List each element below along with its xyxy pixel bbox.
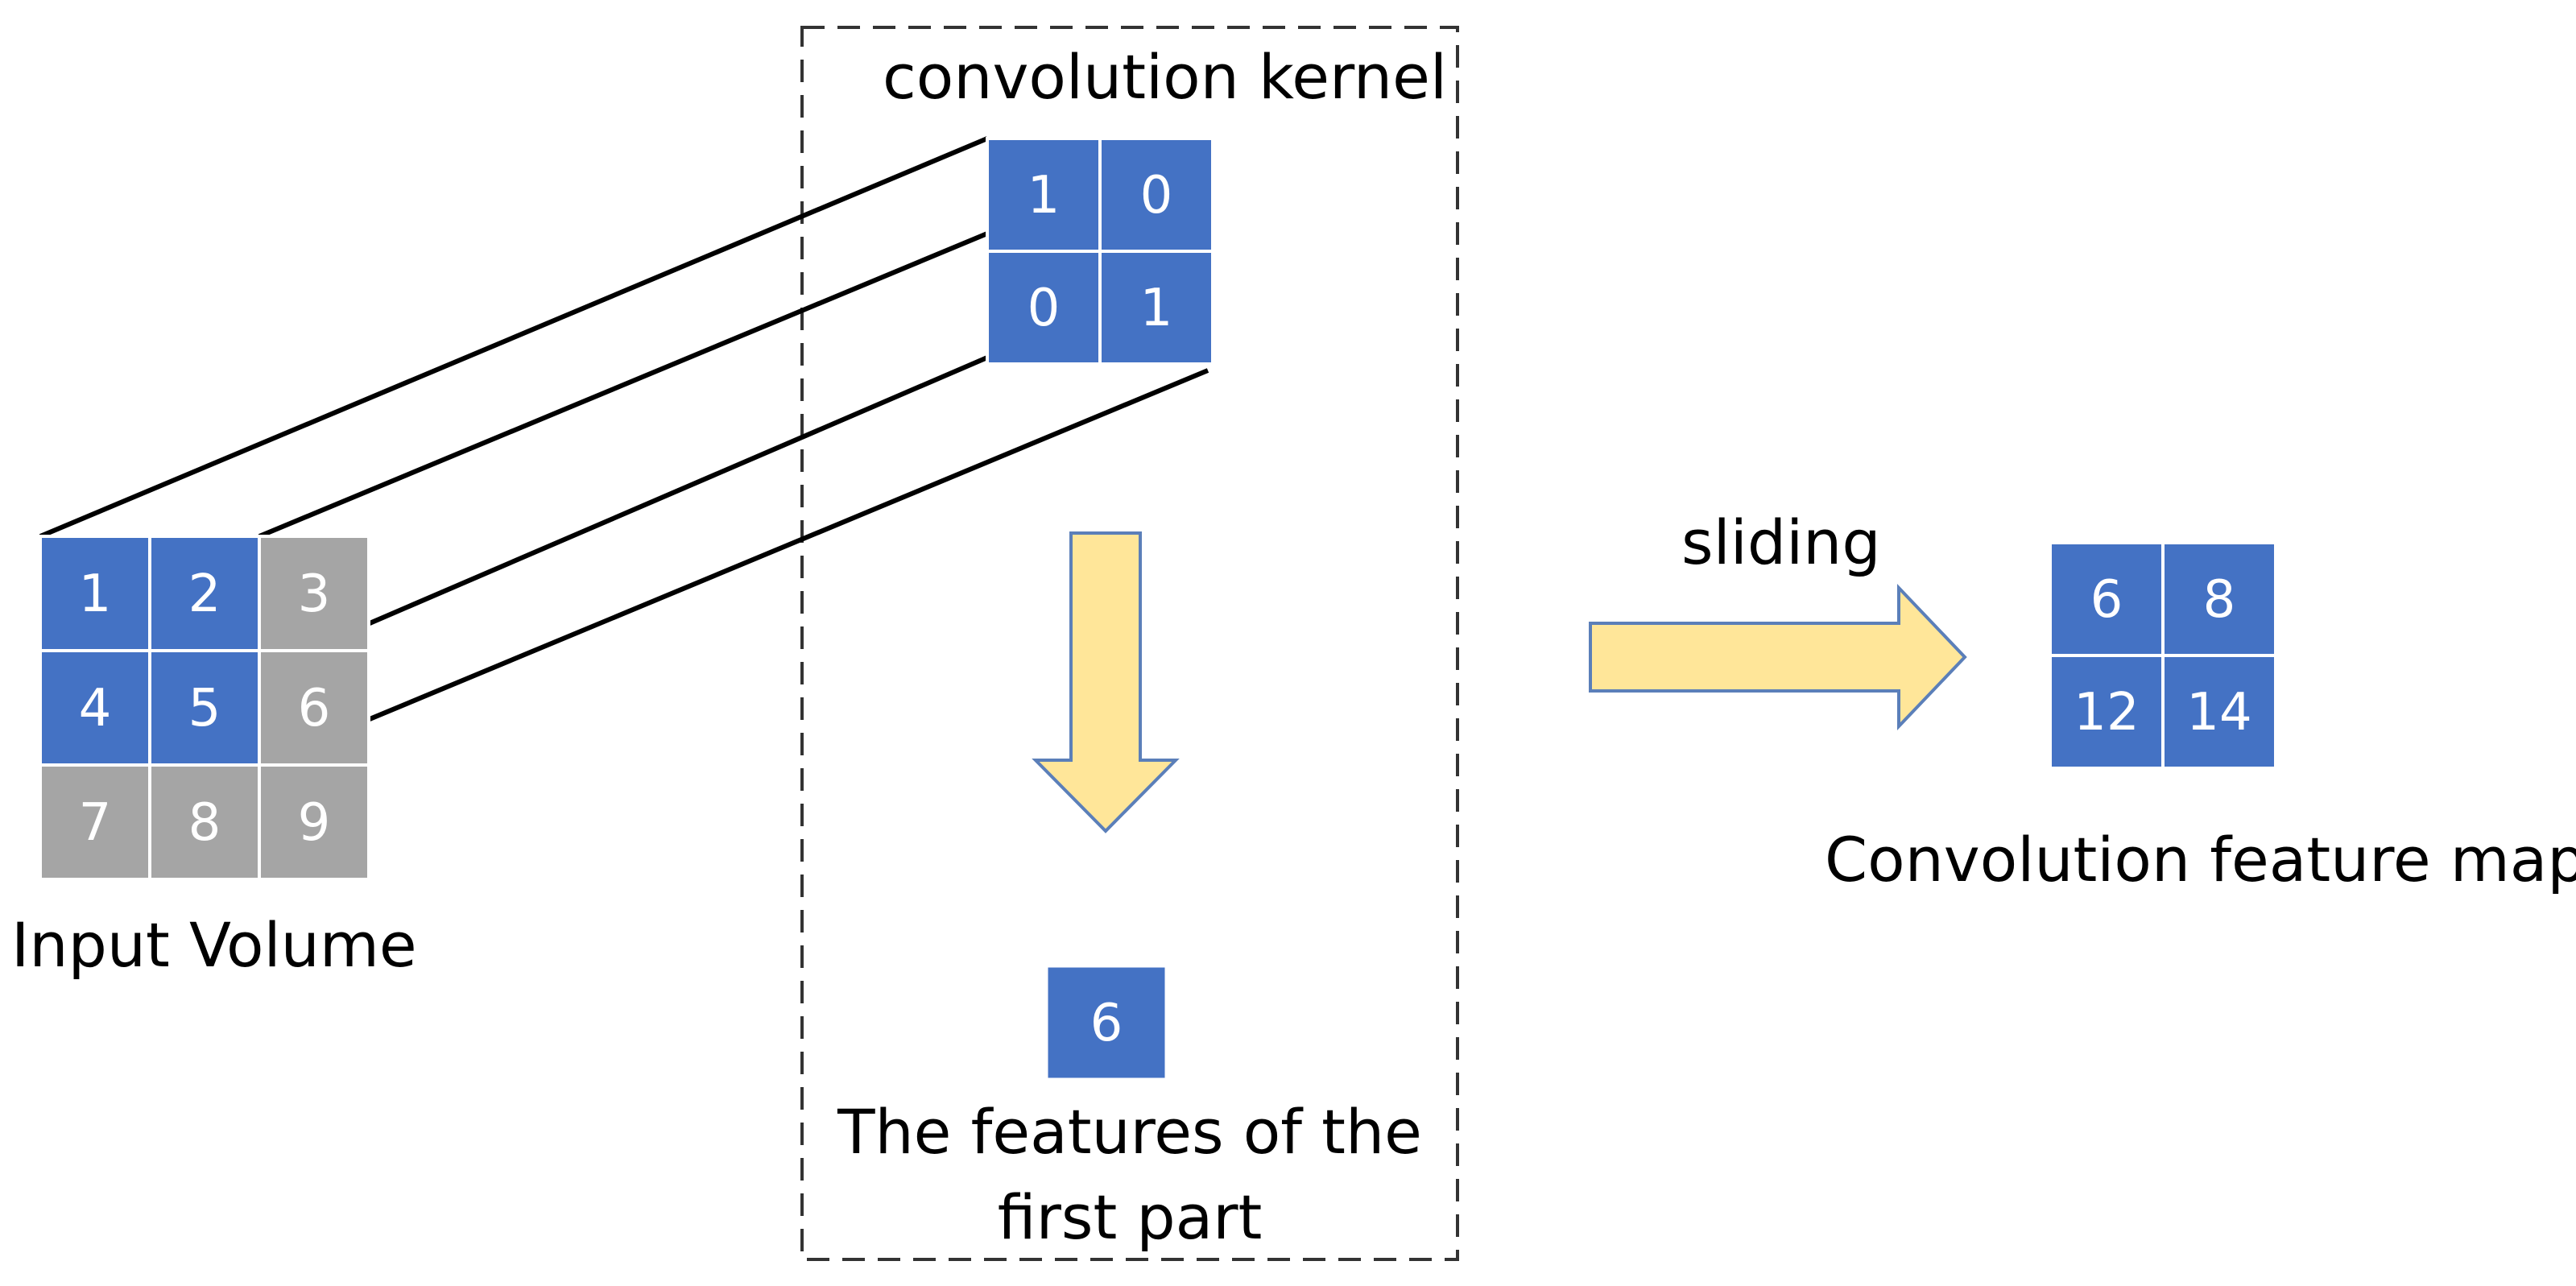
kernel-cell-box xyxy=(1098,250,1214,366)
input-cell-value: 4 xyxy=(79,679,112,738)
input-cell-5: 5 xyxy=(148,649,261,767)
input-cell-4: 4 xyxy=(39,649,151,767)
feature-map-cell-value: 8 xyxy=(2203,570,2236,630)
projection-line-top-right xyxy=(258,231,989,539)
projection-line-top-left xyxy=(39,136,989,539)
feature-map-cell-box xyxy=(2161,541,2277,657)
input-cell-box xyxy=(258,649,370,767)
feature-map-cell-2: 8 xyxy=(2161,541,2277,657)
input-cell-box xyxy=(39,763,151,881)
feature-map-cell-value: 6 xyxy=(2090,570,2123,630)
input-cell-value: 6 xyxy=(298,679,331,738)
feature-map-label: Convolution feature map xyxy=(1825,824,2576,895)
feature-map-cell-3: 12 xyxy=(2049,654,2165,770)
first-feature-label-line1: The features of the xyxy=(837,1096,1422,1168)
first-feature-label-line2: first part xyxy=(998,1181,1263,1253)
kernel-cell-value: 0 xyxy=(1140,166,1173,225)
input-cell-value: 2 xyxy=(188,564,221,624)
right-arrow-icon xyxy=(1589,584,1967,730)
kernel-cell-box xyxy=(1098,137,1214,253)
kernel-step-frame xyxy=(800,26,1459,1261)
kernel-cell-value: 0 xyxy=(1028,279,1061,338)
kernel-label: convolution kernel xyxy=(883,41,1447,113)
feature-map-cell-value: 14 xyxy=(2186,683,2251,742)
input-cell-2: 2 xyxy=(148,535,261,652)
input-cell-1: 1 xyxy=(39,535,151,652)
input-cell-box xyxy=(148,649,261,767)
projection-line-bottom-right xyxy=(258,368,1209,767)
input-cell-9: 9 xyxy=(258,763,370,881)
feature-map-cell-value: 12 xyxy=(2074,683,2139,742)
kernel-cell-3: 0 xyxy=(986,250,1102,366)
first-feature-box xyxy=(1045,965,1168,1081)
feature-map-cell-box xyxy=(2161,654,2277,770)
feature-map-cell-box xyxy=(2049,541,2165,657)
feature-map-cell-4: 14 xyxy=(2161,654,2277,770)
input-cell-value: 1 xyxy=(79,564,112,624)
first-feature-cell: 6 xyxy=(1045,965,1168,1081)
kernel-cell-4: 1 xyxy=(1098,250,1214,366)
input-cell-6: 6 xyxy=(258,649,370,767)
input-cell-value: 5 xyxy=(188,679,221,738)
feature-map-cell-1: 6 xyxy=(2049,541,2165,657)
input-cell-8: 8 xyxy=(148,763,261,881)
input-cell-value: 3 xyxy=(298,564,331,624)
input-cell-3: 3 xyxy=(258,535,370,652)
first-feature-value: 6 xyxy=(1090,994,1123,1053)
input-cell-value: 7 xyxy=(79,793,112,853)
input-cell-7: 7 xyxy=(39,763,151,881)
input-volume-label: Input Volume xyxy=(11,909,417,981)
kernel-cell-value: 1 xyxy=(1140,279,1173,338)
input-cell-value: 8 xyxy=(188,793,221,853)
kernel-cell-value: 1 xyxy=(1028,166,1061,225)
kernel-cell-1: 1 xyxy=(986,137,1102,253)
kernel-cell-2: 0 xyxy=(1098,137,1214,253)
sliding-label: sliding xyxy=(1681,507,1881,578)
input-cell-box xyxy=(258,763,370,881)
feature-map-grid: 6 8 12 14 xyxy=(2049,541,2277,770)
down-arrow-icon xyxy=(1032,531,1180,833)
kernel-grid: 1 0 0 1 xyxy=(986,137,1214,366)
input-volume-grid: 1 2 3 4 5 6 7 8 9 xyxy=(39,535,370,881)
input-cell-box xyxy=(258,535,370,652)
input-cell-value: 9 xyxy=(298,793,331,853)
